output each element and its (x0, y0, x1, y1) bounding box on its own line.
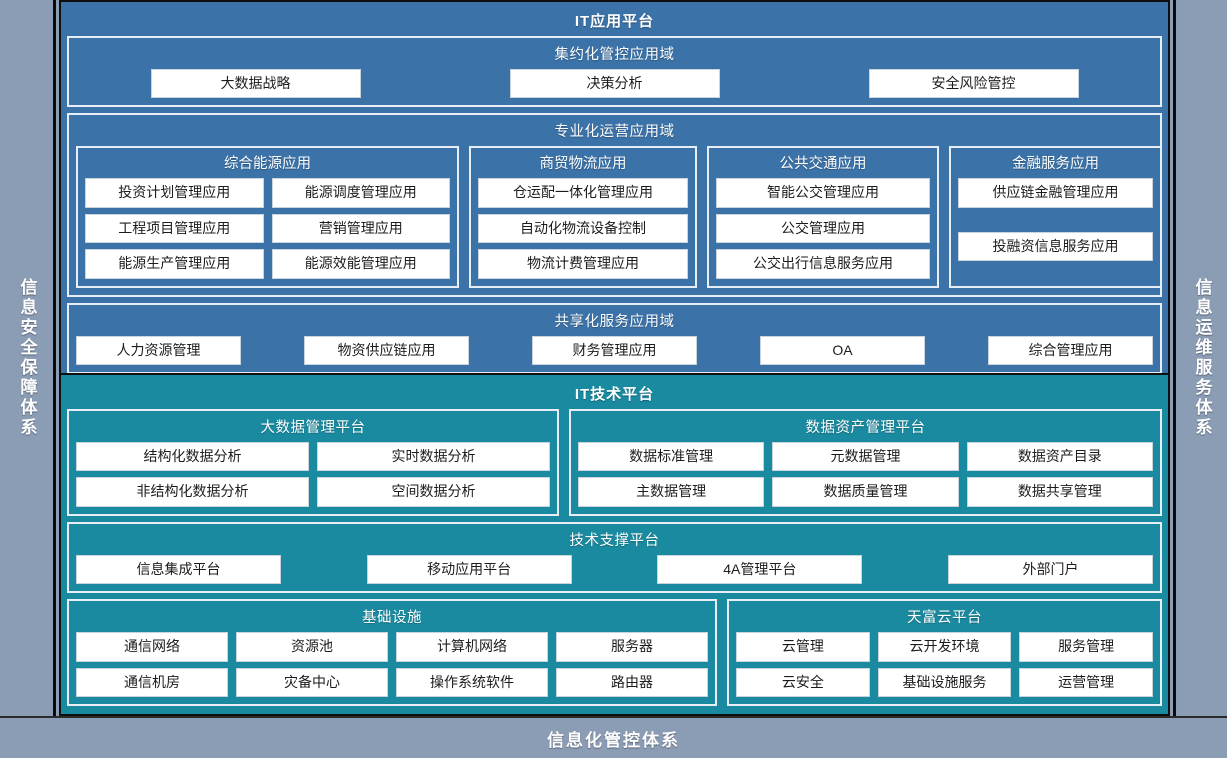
left-rail-security-system: 信息安全保障体系 (0, 0, 56, 716)
group-trade-logistics: 商贸物流应用 仓运配一体化管理应用 自动化物流设备控制 物流计费管理应用 (469, 146, 697, 288)
platform-infrastructure: 基础设施 通信网络 资源池 计算机网络 服务器 通信机房 灾备中心 操作系统软件 (67, 599, 717, 706)
chip-os-software[interactable]: 操作系统软件 (396, 667, 548, 697)
platform-data-asset-mgmt-title: 数据资产管理平台 (805, 420, 926, 436)
group-public-transit: 公共交通应用 智能公交管理应用 公交管理应用 公交出行信息服务应用 (707, 146, 939, 288)
tech-upper-pair: 大数据管理平台 结构化数据分析 实时数据分析 非结构化数据分析 空间数据分析 数… (67, 409, 1162, 516)
platform-tianfu-cloud-title: 天富云平台 (907, 610, 982, 627)
chip-cloud-dev-environment[interactable]: 云开发环境 (877, 632, 1012, 662)
domain-intensive-control-items: 大数据战略 决策分析 安全风险管控 (76, 69, 1153, 99)
app-chip-bigdata-strategy[interactable]: 大数据战略 (150, 69, 361, 99)
group-financial-service: 金融服务应用 供应链金融管理应用 投融资信息服务应用 (949, 146, 1162, 288)
domain-specialized-operations: 专业化运营应用域 综合能源应用 投资计划管理应用 能源调度管理应用 工程项目管理… (67, 113, 1162, 297)
bottom-bar-informatization-governance: 信息化管控体系 (0, 716, 1227, 758)
platform-bigdata-mgmt-title: 大数据管理平台 (260, 420, 366, 436)
platform-technical-support-title: 技术支撑平台 (569, 532, 660, 549)
group-financial-service-items: 供应链金融管理应用 投融资信息服务应用 (958, 178, 1153, 278)
chip-smart-bus-mgmt[interactable]: 智能公交管理应用 (716, 178, 930, 208)
group-integrated-energy-items: 投资计划管理应用 能源调度管理应用 工程项目管理应用 营销管理应用 能源生产管理… (85, 178, 450, 279)
chip-finance-mgmt-app[interactable]: 财务管理应用 (532, 335, 697, 365)
domain-shared-services-items: 人力资源管理 物资供应链应用 财务管理应用 OA 综合管理应用 (76, 335, 1153, 365)
bottom-bar-label: 信息化管控体系 (547, 730, 680, 750)
chip-operation-mgmt[interactable]: 运营管理 (1019, 667, 1154, 697)
chip-service-mgmt[interactable]: 服务管理 (1019, 632, 1154, 662)
chip-info-integration-platform[interactable]: 信息集成平台 (76, 554, 281, 585)
platform-bigdata-mgmt: 大数据管理平台 结构化数据分析 实时数据分析 非结构化数据分析 空间数据分析 (67, 409, 559, 516)
chip-disaster-recovery-center[interactable]: 灾备中心 (236, 667, 388, 697)
platform-data-asset-mgmt: 数据资产管理平台 数据标准管理 元数据管理 数据资产目录 主数据管理 数据质量管… (569, 409, 1162, 516)
chip-logistics-billing-mgmt[interactable]: 物流计费管理应用 (478, 249, 688, 279)
chip-communication-room[interactable]: 通信机房 (76, 667, 228, 697)
chip-marketing-mgmt[interactable]: 营销管理应用 (271, 213, 450, 244)
platform-technical-support-items: 信息集成平台 移动应用平台 4A管理平台 外部门户 (76, 554, 1153, 585)
chip-metadata-mgmt[interactable]: 元数据管理 (772, 442, 959, 472)
chip-resource-pool[interactable]: 资源池 (236, 632, 388, 662)
chip-4a-mgmt-platform[interactable]: 4A管理平台 (657, 554, 863, 585)
platform-tianfu-cloud: 天富云平台 云管理 云开发环境 服务管理 云安全 基础设施服务 运营管理 (727, 599, 1162, 706)
right-rail-label: 信息运维服务体系 (1192, 278, 1212, 438)
chip-master-data-mgmt[interactable]: 主数据管理 (578, 477, 765, 507)
chip-external-portal[interactable]: 外部门户 (947, 554, 1153, 585)
domain-intensive-control-title: 集约化管控应用域 (554, 47, 675, 63)
domain-specialized-operations-title: 专业化运营应用域 (554, 124, 675, 141)
app-chip-decision-analysis[interactable]: 决策分析 (509, 69, 720, 99)
group-integrated-energy-title: 综合能源应用 (224, 156, 311, 173)
app-chip-security-risk-control[interactable]: 安全风险管控 (868, 69, 1079, 99)
chip-computer-network[interactable]: 计算机网络 (396, 632, 548, 662)
domain-shared-services: 共享化服务应用域 人力资源管理 物资供应链应用 财务管理应用 OA 综合管理应用 (67, 302, 1162, 374)
group-integrated-energy: 综合能源应用 投资计划管理应用 能源调度管理应用 工程项目管理应用 营销管理应用 (76, 146, 459, 288)
chip-bus-travel-info-service[interactable]: 公交出行信息服务应用 (716, 249, 930, 279)
chip-spatial-data-analysis[interactable]: 空间数据分析 (317, 477, 550, 507)
chip-energy-efficiency-mgmt[interactable]: 能源效能管理应用 (271, 249, 450, 279)
group-trade-logistics-title: 商贸物流应用 (539, 156, 627, 173)
it-technology-platform: IT技术平台 大数据管理平台 结构化数据分析 实时数据分析 非结构化数据分析 空… (59, 373, 1170, 716)
chip-energy-production-mgmt[interactable]: 能源生产管理应用 (85, 249, 264, 279)
platform-technical-support: 技术支撑平台 信息集成平台 移动应用平台 4A管理平台 外部门户 (67, 521, 1162, 594)
chip-integrated-mgmt-app[interactable]: 综合管理应用 (988, 335, 1153, 365)
chip-infrastructure-service[interactable]: 基础设施服务 (877, 667, 1012, 697)
platform-infrastructure-items: 通信网络 资源池 计算机网络 服务器 通信机房 灾备中心 操作系统软件 路由器 (76, 632, 708, 697)
chip-data-standard-mgmt[interactable]: 数据标准管理 (578, 442, 765, 472)
chip-data-quality-mgmt[interactable]: 数据质量管理 (772, 477, 959, 507)
chip-material-supply-chain[interactable]: 物资供应链应用 (304, 335, 469, 365)
left-rail-label: 信息安全保障体系 (17, 278, 37, 438)
group-public-transit-items: 智能公交管理应用 公交管理应用 公交出行信息服务应用 (716, 178, 930, 279)
chip-structured-data-analysis[interactable]: 结构化数据分析 (76, 442, 309, 472)
chip-investment-plan-mgmt[interactable]: 投资计划管理应用 (85, 178, 264, 208)
chip-mobile-app-platform[interactable]: 移动应用平台 (366, 554, 572, 585)
platform-tianfu-cloud-items: 云管理 云开发环境 服务管理 云安全 基础设施服务 运营管理 (736, 632, 1154, 697)
platform-bigdata-mgmt-items: 结构化数据分析 实时数据分析 非结构化数据分析 空间数据分析 (76, 442, 550, 507)
chip-router[interactable]: 路由器 (556, 667, 708, 697)
chip-bus-mgmt[interactable]: 公交管理应用 (716, 213, 930, 244)
tech-lower-pair: 基础设施 通信网络 资源池 计算机网络 服务器 通信机房 灾备中心 操作系统软件 (67, 599, 1162, 706)
chip-energy-dispatch-mgmt[interactable]: 能源调度管理应用 (271, 178, 450, 208)
chip-cloud-security[interactable]: 云安全 (736, 667, 870, 697)
chip-data-sharing-mgmt[interactable]: 数据共享管理 (966, 477, 1153, 507)
chip-hr-mgmt[interactable]: 人力资源管理 (76, 335, 241, 365)
chip-communication-network[interactable]: 通信网络 (76, 632, 228, 662)
group-public-transit-title: 公共交通应用 (779, 156, 867, 173)
right-rail-ops-service-system: 信息运维服务体系 (1173, 0, 1227, 716)
domain-intensive-control: 集约化管控应用域 大数据战略 决策分析 安全风险管控 (67, 36, 1162, 108)
chip-automated-logistics-equipment-control[interactable]: 自动化物流设备控制 (478, 213, 688, 244)
tech-platform-title: IT技术平台 (574, 386, 655, 403)
it-application-platform: IT应用平台 集约化管控应用域 大数据战略 决策分析 安全风险管控 专业化运营应… (59, 0, 1170, 374)
chip-cloud-mgmt[interactable]: 云管理 (736, 632, 870, 662)
domain-shared-services-title: 共享化服务应用域 (554, 313, 675, 330)
operations-group-row: 综合能源应用 投资计划管理应用 能源调度管理应用 工程项目管理应用 营销管理应用 (76, 146, 1162, 288)
chip-investment-financing-info-service[interactable]: 投融资信息服务应用 (958, 231, 1153, 262)
platform-infrastructure-title: 基础设施 (362, 610, 422, 627)
chip-data-asset-catalog[interactable]: 数据资产目录 (966, 442, 1153, 472)
chip-server[interactable]: 服务器 (556, 632, 708, 662)
platform-data-asset-mgmt-items: 数据标准管理 元数据管理 数据资产目录 主数据管理 数据质量管理 数据共享管理 (578, 442, 1153, 507)
chip-warehouse-transport-integration[interactable]: 仓运配一体化管理应用 (478, 178, 688, 208)
chip-unstructured-data-analysis[interactable]: 非结构化数据分析 (76, 477, 309, 507)
group-financial-service-title: 金融服务应用 (1012, 156, 1099, 173)
chip-realtime-data-analysis[interactable]: 实时数据分析 (317, 442, 550, 472)
chip-oa[interactable]: OA (760, 335, 925, 365)
chip-supply-chain-finance-mgmt[interactable]: 供应链金融管理应用 (958, 178, 1153, 208)
app-platform-title: IT应用平台 (574, 13, 655, 30)
chip-engineering-project-mgmt[interactable]: 工程项目管理应用 (85, 213, 264, 244)
group-trade-logistics-items: 仓运配一体化管理应用 自动化物流设备控制 物流计费管理应用 (478, 178, 688, 279)
platform-stack: IT应用平台 集约化管控应用域 大数据战略 决策分析 安全风险管控 专业化运营应… (59, 0, 1170, 716)
